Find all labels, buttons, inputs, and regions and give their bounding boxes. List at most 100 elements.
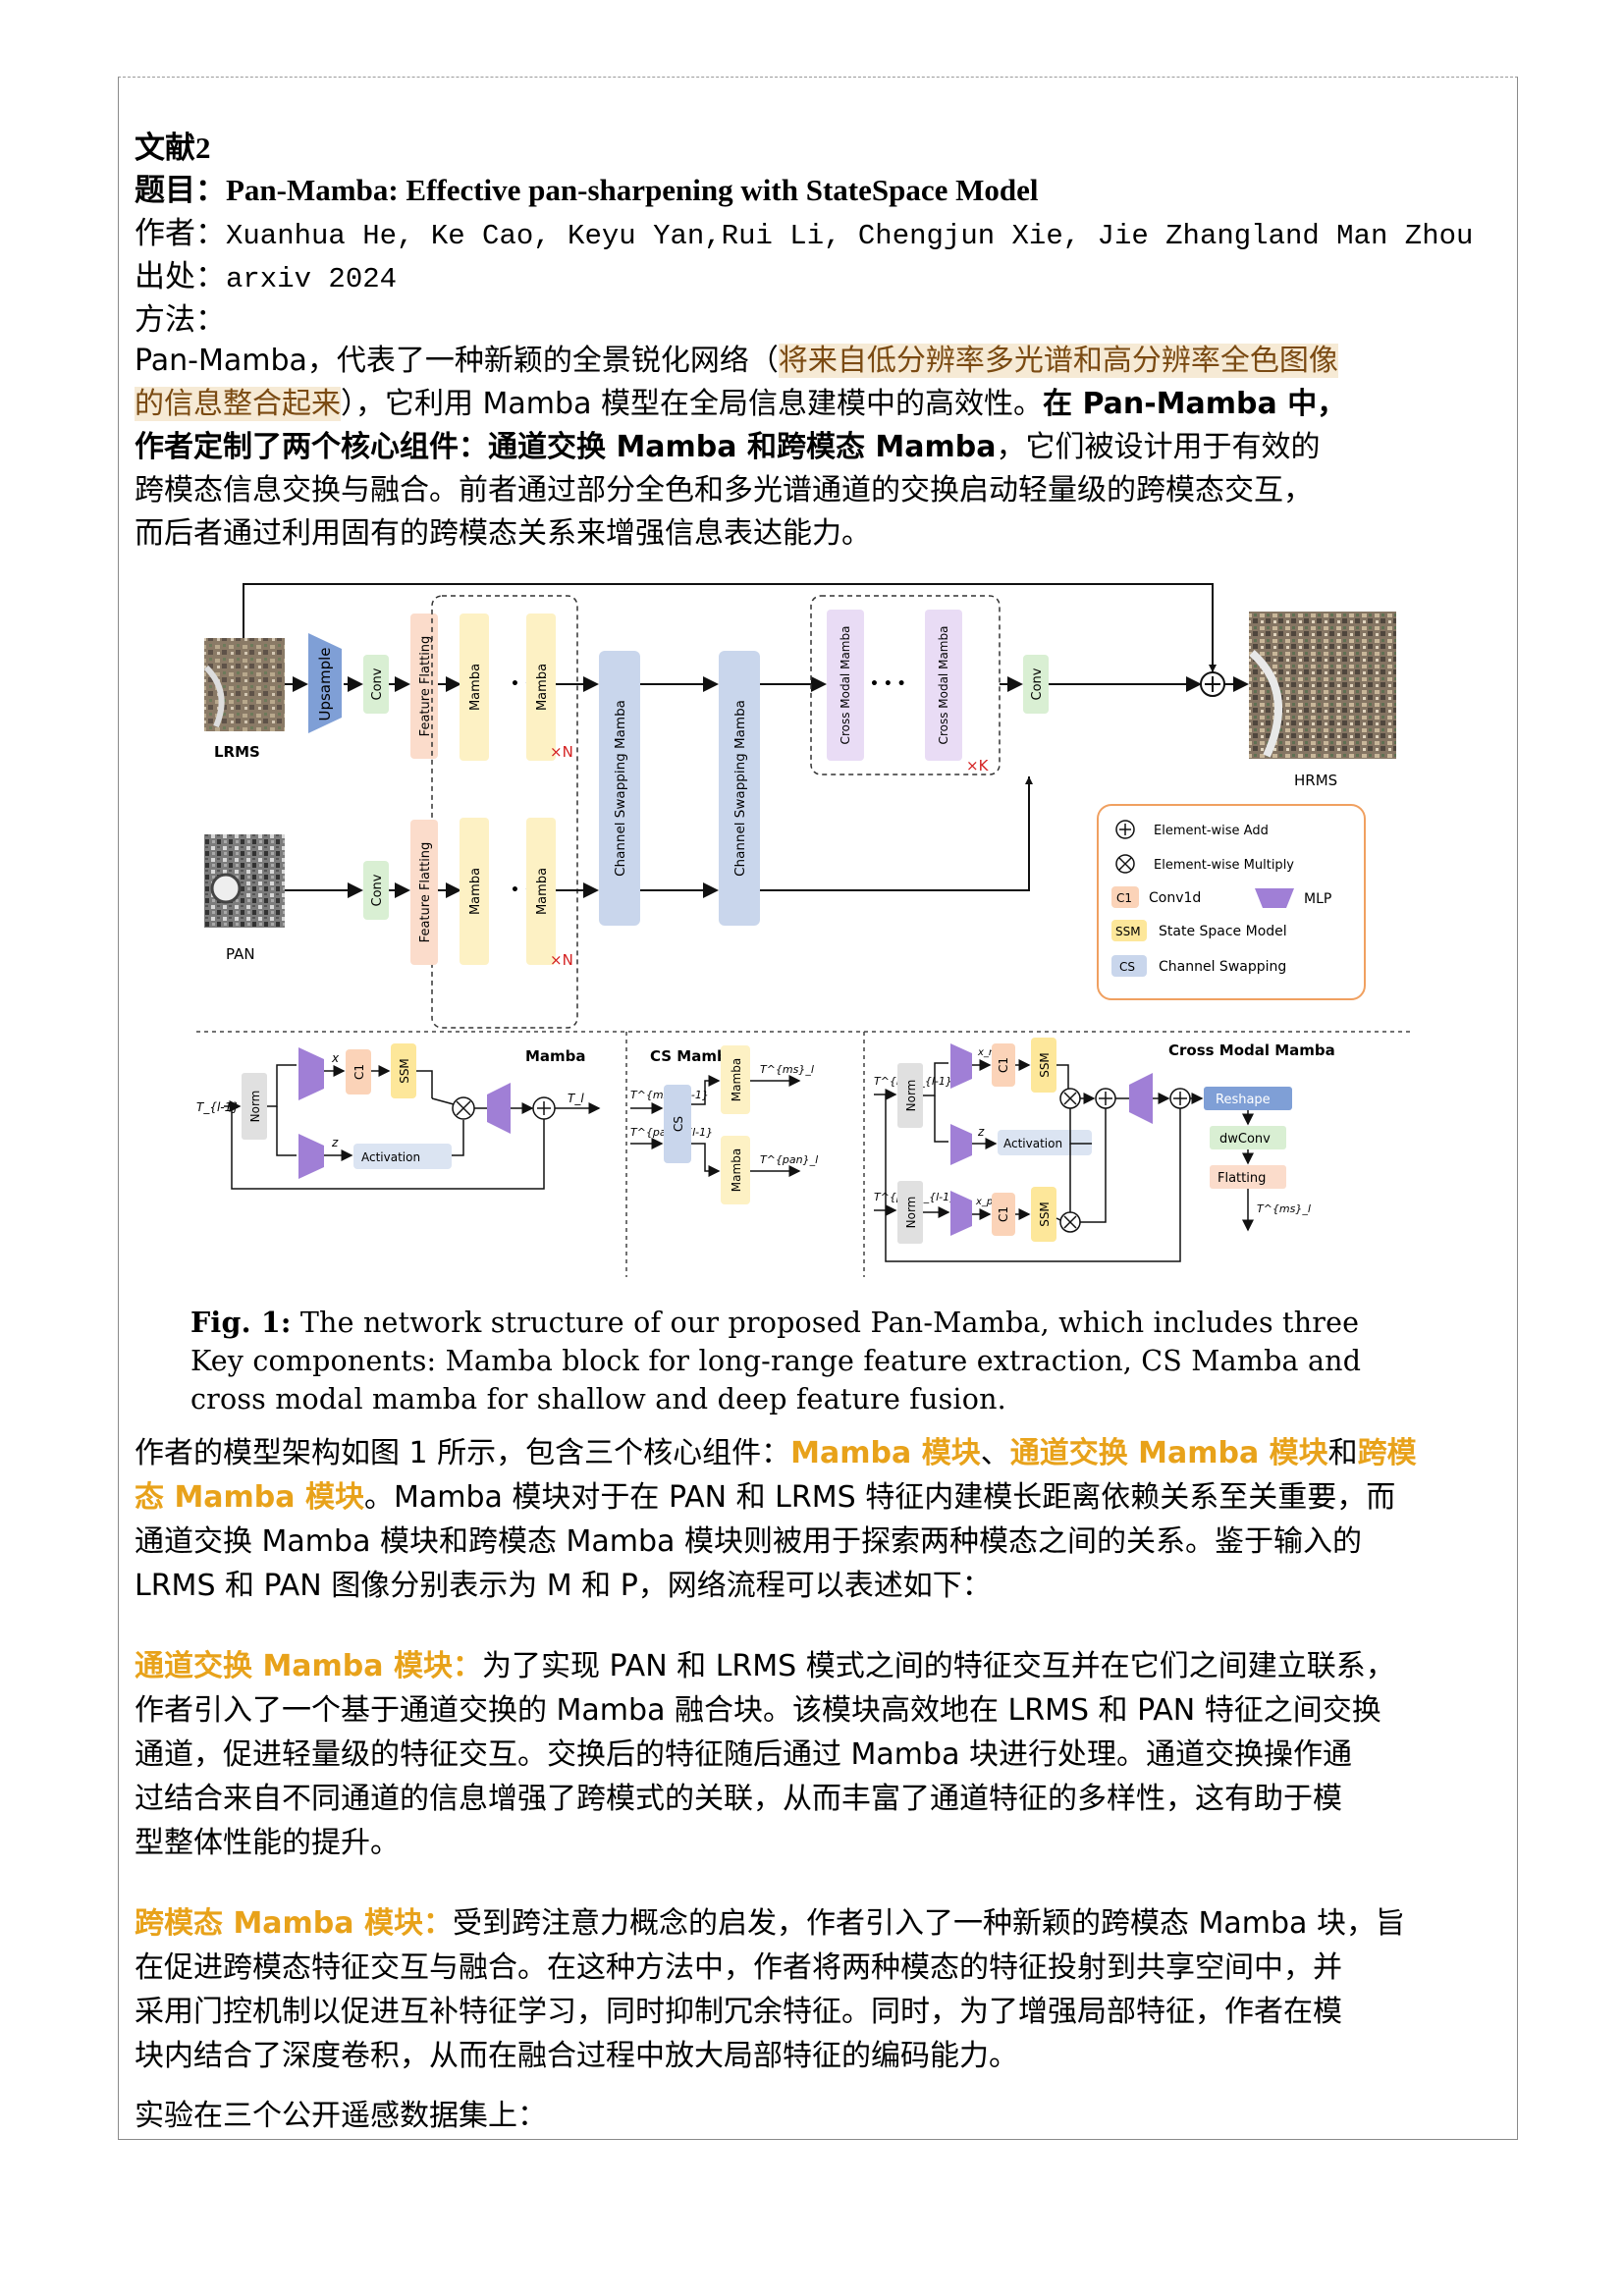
section1-line-5: 型整体性能的提升。 xyxy=(135,1826,400,1860)
mamba-block xyxy=(460,614,489,761)
channel-swapping-label: Channel Swapping Mamba xyxy=(732,700,748,877)
keyword: Mamba 模块 xyxy=(790,1436,981,1470)
norm-label: Norm xyxy=(904,1197,918,1229)
conv-label: Conv xyxy=(370,874,385,906)
keyword: 通道交换 Mamba 模块 xyxy=(1009,1436,1328,1470)
section1-line-2: 作者引入了一个基于通道交换的 Mamba 融合块。该模块高效地在 LRMS 和 … xyxy=(135,1693,1381,1728)
mamba-block xyxy=(526,818,556,965)
ssm-block xyxy=(1031,1038,1056,1093)
z-label: z xyxy=(331,1136,339,1149)
times-n-label: ×N xyxy=(550,743,573,761)
pan-label: PAN xyxy=(226,945,255,963)
z-label: z xyxy=(977,1125,985,1139)
activation-block xyxy=(998,1130,1092,1155)
method-line-2: 的信息整合起来），它利用 Mamba 模型在全局信息建模中的高效性。在 Pan-… xyxy=(135,379,1346,422)
mamba-label: Mamba xyxy=(730,1148,743,1192)
c1-label: C1 xyxy=(352,1064,366,1080)
conv-label: Conv xyxy=(370,667,385,700)
method-text: ，它们被设计用于有效的 xyxy=(996,430,1321,464)
norm-label: Norm xyxy=(904,1080,918,1112)
mamba-detail-title: Mamba xyxy=(525,1047,586,1065)
legend-box xyxy=(1097,804,1366,1000)
body-line-1: 作者的模型架构如图 1 所示，包含三个核心组件：Mamba 模块、通道交换 Ma… xyxy=(135,1428,1417,1471)
paper-title: Pan-Mamba: Effective pan-sharpening with… xyxy=(226,173,1039,207)
element-wise-add-icon xyxy=(1200,671,1225,697)
hrms-label: HRMS xyxy=(1294,772,1337,789)
flatting-label: Flatting xyxy=(1218,1171,1266,1186)
source-line: 出处：arxiv 2024 xyxy=(135,251,397,295)
reshape-label: Reshape xyxy=(1216,1093,1271,1107)
cross-modal-label-line1: Cross Modal Mamba xyxy=(937,626,950,745)
c1-block xyxy=(346,1049,371,1095)
body-text: 、 xyxy=(980,1436,1010,1470)
source: arxiv 2024 xyxy=(226,263,398,295)
mamba-label: Mamba xyxy=(730,1058,743,1101)
section2-line-2: 在促进跨模态特征交互与融合。在这种方法中，作者将两种模态的特征投射到共享空间中，… xyxy=(135,1950,1342,1985)
body-text: 受到跨注意力概念的启发，作者引入了一种新颖的跨模态 Mamba 块，旨 xyxy=(452,1906,1405,1941)
mamba-label: Mamba xyxy=(468,664,483,711)
method-bold: 作者定制了两个核心组件：通道交换 Mamba 和跨模态 Mamba xyxy=(135,430,997,464)
section1-line-1: 通道交换 Mamba 模块：为了实现 PAN 和 LRMS 模式之间的特征交互并… xyxy=(135,1641,1395,1684)
legend-conv1d: Conv1d xyxy=(1149,890,1201,906)
c1-block xyxy=(992,1043,1015,1087)
norm-block xyxy=(897,1181,923,1244)
upsample-label: Upsample xyxy=(316,647,334,721)
method-bold: 在 Pan-Mamba 中， xyxy=(1043,387,1347,421)
dwconv-block xyxy=(1210,1126,1286,1149)
method-line-3: 作者定制了两个核心组件：通道交换 Mamba 和跨模态 Mamba，它们被设计用… xyxy=(135,422,1321,465)
method-highlight: 将来自低分辨率多光谱和高分辨率全色图像 xyxy=(778,344,1338,378)
feature-flatting-label: Feature Flatting xyxy=(418,636,433,737)
c1-label: C1 xyxy=(997,1057,1010,1073)
upsample-block xyxy=(308,633,342,733)
times-n-label: ×N xyxy=(550,951,573,969)
legend-c1: C1 xyxy=(1116,891,1132,905)
title-label: 题目： xyxy=(135,173,226,207)
body-text: 作者的模型架构如图 1 所示，包含三个核心组件： xyxy=(135,1436,791,1470)
cross-modal-label-line1: Cross Modal Mamba xyxy=(839,626,852,745)
c1-block xyxy=(992,1193,1015,1236)
conv-block-out xyxy=(1023,655,1049,714)
page-frame xyxy=(118,77,1518,2140)
dwconv-label: dwConv xyxy=(1219,1132,1271,1147)
mamba-group xyxy=(431,595,578,1029)
authors-label: 作者： xyxy=(135,216,226,250)
section2-line-3: 采用门控机制以促进互补特征学习，同时抑制冗余特征。同时，为了增强局部特征，作者在… xyxy=(135,1995,1342,2029)
legend-mlp: MLP xyxy=(1304,891,1331,907)
cross-modal-block xyxy=(925,610,962,761)
cmm-detail-title: Cross Modal Mamba xyxy=(1168,1041,1335,1059)
section1-line-4: 过结合来自不同通道的信息增强了跨模式的关联，从而丰富了通道特征的多样性，这有助于… xyxy=(135,1782,1342,1816)
ssm-block xyxy=(391,1043,416,1098)
body-line-2: 态 Mamba 模块。Mamba 模块对于在 PAN 和 LRMS 特征内建模长… xyxy=(135,1472,1395,1516)
channel-swapping-label: Channel Swapping Mamba xyxy=(613,700,628,877)
body-line-3: 通道交换 Mamba 模块和跨模态 Mamba 模块则被用于探索两种模态之间的关… xyxy=(135,1524,1362,1559)
lrms-label: LRMS xyxy=(214,743,260,761)
authors: Xuanhua He, Ke Cao, Keyu Yan,Rui Li, Che… xyxy=(226,220,1474,252)
body-text: 。Mamba 模块对于在 PAN 和 LRMS 特征内建模长距离依赖关系至关重要… xyxy=(363,1480,1396,1515)
t-ms-out-label: T^{ms}_l xyxy=(760,1063,814,1076)
legend-ssm: SSM xyxy=(1115,925,1141,938)
method-label: 方法： xyxy=(135,302,226,337)
caption-label: Fig. 1: xyxy=(190,1306,292,1339)
cs-detail-title: CS Mamba xyxy=(650,1047,737,1065)
keyword: 跨模 xyxy=(1357,1436,1417,1470)
feature-flatting-lrms xyxy=(410,614,438,759)
legend-cs-label: Channel Swapping xyxy=(1159,959,1286,975)
caption-text: The network structure of our proposed Pa… xyxy=(190,1307,1362,1415)
section-label: 跨模态 Mamba 模块： xyxy=(135,1906,453,1941)
section-label: 通道交换 Mamba 模块： xyxy=(135,1649,482,1683)
mamba-block xyxy=(721,1136,750,1204)
skip-connection xyxy=(243,583,1217,672)
cross-modal-group xyxy=(810,595,1001,775)
reference-label: 文献2 xyxy=(135,131,211,165)
ssm-label: SSM xyxy=(1038,1201,1052,1227)
x-pan-label: x_pan xyxy=(975,1197,1005,1207)
activation-block xyxy=(353,1144,452,1169)
c1-label: C1 xyxy=(997,1206,1010,1222)
feature-flatting-label: Feature Flatting xyxy=(418,842,433,943)
section2-line-4: 块内结合了深度卷积，从而在融合过程中放大局部特征的编码能力。 xyxy=(135,2039,1018,2073)
method-text: Pan-Mamba，代表了一种新颖的全景锐化网络（ xyxy=(135,344,779,378)
mamba-block xyxy=(460,818,489,965)
experiments-line: 实验在三个公开遥感数据集上： xyxy=(135,2099,547,2133)
norm-label: Norm xyxy=(248,1091,262,1123)
mamba-block xyxy=(721,1045,750,1114)
